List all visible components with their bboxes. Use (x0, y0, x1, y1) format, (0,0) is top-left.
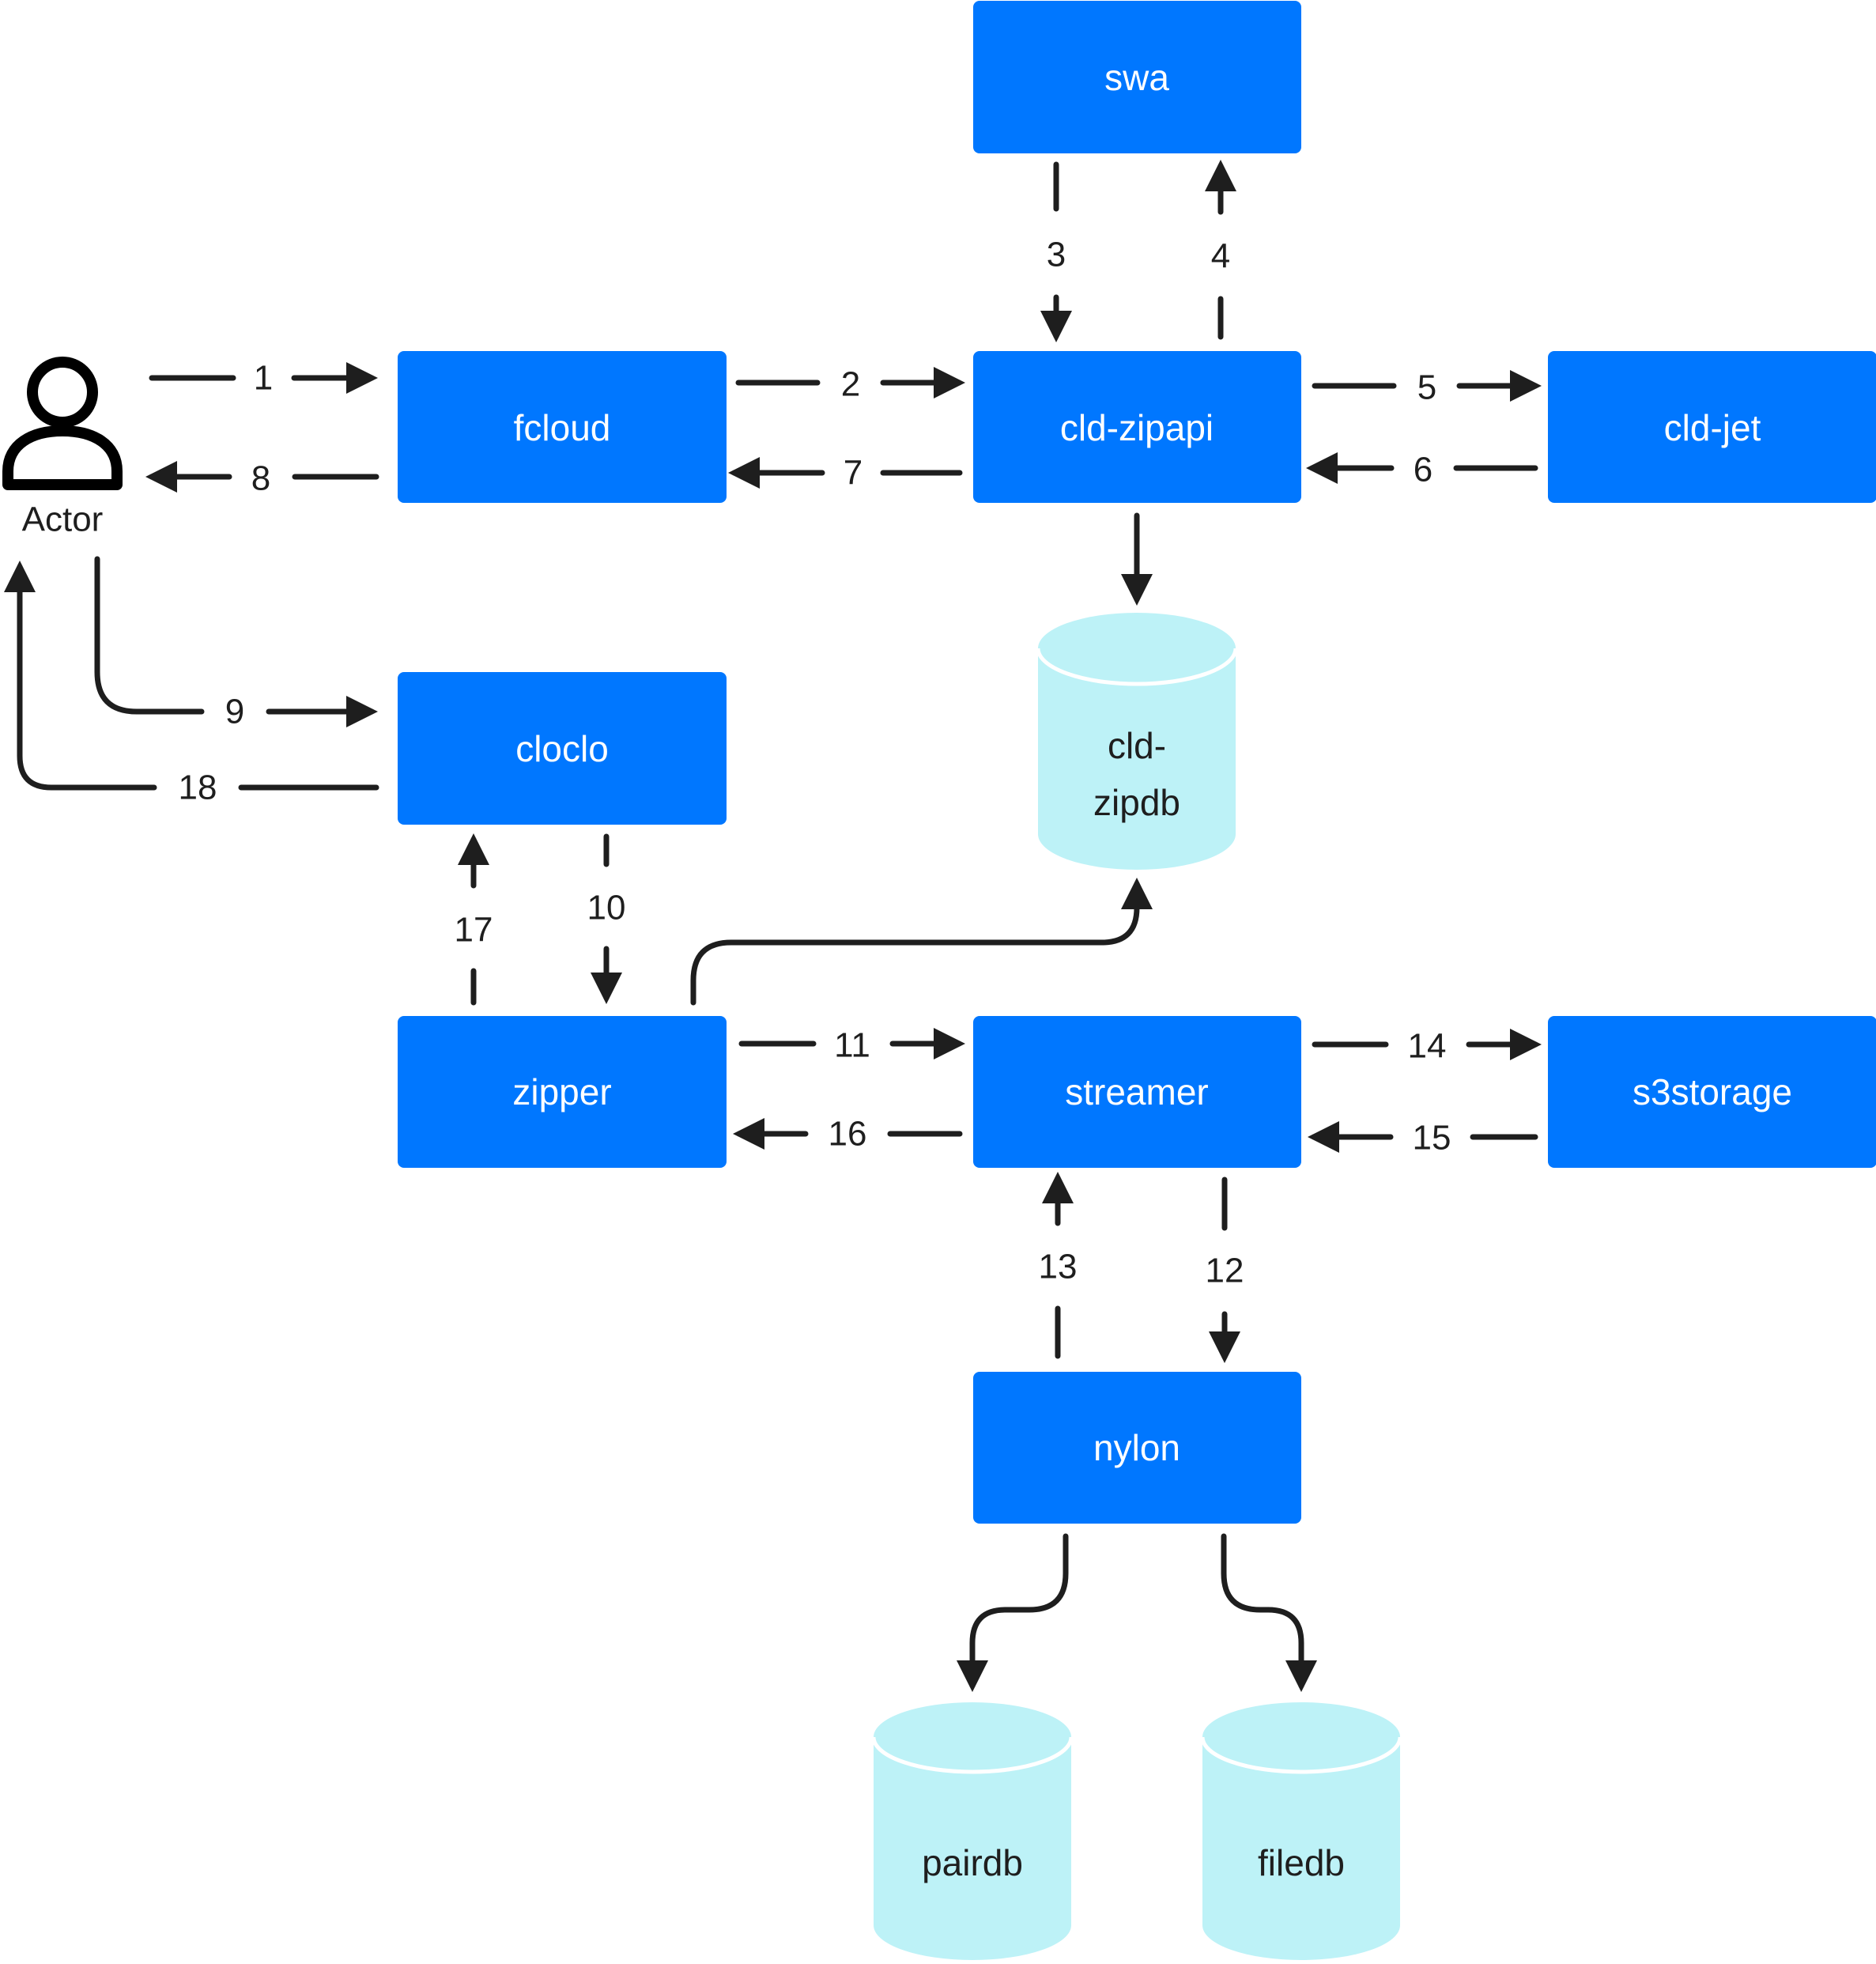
edge-12-label: 12 (1206, 1252, 1244, 1290)
edge-3-label: 3 (1047, 236, 1066, 274)
edge-15: 15 (1308, 1119, 1538, 1158)
edge-4: 4 (1205, 160, 1236, 340)
service-swa[interactable]: swa (973, 1, 1301, 153)
edge-7-label: 7 (844, 454, 863, 493)
service-cloclo[interactable]: cloclo (398, 672, 727, 825)
edge-17: 17 (455, 833, 493, 1006)
service-fcloud[interactable]: fcloud (398, 351, 727, 503)
service-nylon[interactable]: nylon (973, 1372, 1301, 1524)
edge-10-label: 10 (587, 889, 626, 927)
edge-13-label: 13 (1039, 1248, 1078, 1286)
edge-nylon-to-filedb (1221, 1533, 1317, 1692)
service-streamer[interactable]: streamer (973, 1016, 1301, 1168)
edge-4-label: 4 (1211, 237, 1230, 276)
edge-2-label: 2 (841, 365, 860, 404)
actor: Actor (2, 357, 123, 539)
database-cld-zipdb-label-2: zipdb (1093, 782, 1180, 823)
edge-3: 3 (1040, 161, 1072, 342)
database-pairdb-label: pairdb (922, 1842, 1023, 1883)
edge-14-label: 14 (1408, 1027, 1447, 1066)
edge-5-label: 5 (1417, 368, 1436, 407)
edge-17-label: 17 (455, 911, 493, 950)
actor-label: Actor (22, 500, 104, 539)
database-pairdb[interactable]: pairdb (871, 1702, 1074, 1960)
service-streamer-label: streamer (1065, 1071, 1208, 1112)
service-cld-zipapi[interactable]: cld-zipapi (973, 351, 1301, 503)
edge-1-label: 1 (254, 359, 273, 398)
edge-5: 5 (1312, 368, 1542, 407)
service-cld-zipapi-label: cld-zipapi (1060, 407, 1214, 448)
edge-2: 2 (735, 365, 965, 404)
edge-18-label: 18 (179, 769, 217, 807)
person-outline-icon (2, 357, 123, 490)
edge-6: 6 (1306, 451, 1538, 489)
service-nylon-label: nylon (1093, 1427, 1180, 1468)
service-s3storage-label: s3storage (1633, 1071, 1792, 1112)
edge-6-label: 6 (1414, 451, 1432, 489)
edge-11-label: 11 (834, 1026, 870, 1065)
edge-13: 13 (1039, 1172, 1078, 1359)
database-cld-zipdb[interactable]: cld- zipdb (1036, 613, 1238, 870)
edge-12: 12 (1206, 1177, 1244, 1363)
edge-1: 1 (149, 359, 378, 398)
service-zipper-label: zipper (512, 1071, 611, 1112)
edge-7: 7 (728, 454, 963, 493)
service-s3storage[interactable]: s3storage (1548, 1016, 1876, 1168)
edge-8-label: 8 (251, 459, 270, 498)
edge-zipper-to-zipdb (690, 878, 1153, 1006)
service-cloclo-label: cloclo (515, 728, 609, 769)
edge-9: 9 (94, 556, 378, 731)
service-cld-jet-label: cld-jet (1664, 407, 1761, 448)
database-cld-zipdb-label-1: cld- (1108, 725, 1166, 766)
edge-14: 14 (1312, 1027, 1542, 1066)
edge-9-label: 9 (225, 693, 244, 731)
edge-nylon-to-pairdb (957, 1533, 1069, 1692)
edge-11: 11 (738, 1026, 965, 1065)
edge-16: 16 (733, 1115, 963, 1154)
service-fcloud-label: fcloud (514, 407, 611, 448)
edge-10: 10 (587, 833, 626, 1004)
edge-18: 18 (3, 561, 379, 807)
service-zipper[interactable]: zipper (398, 1016, 727, 1168)
service-swa-label: swa (1104, 57, 1169, 98)
service-cld-jet[interactable]: cld-jet (1548, 351, 1876, 503)
database-filedb-label: filedb (1258, 1842, 1345, 1883)
database-filedb[interactable]: filedb (1200, 1702, 1402, 1960)
edge-16-label: 16 (829, 1115, 867, 1154)
edge-15-label: 15 (1413, 1119, 1451, 1158)
edge-8: 8 (145, 459, 379, 498)
